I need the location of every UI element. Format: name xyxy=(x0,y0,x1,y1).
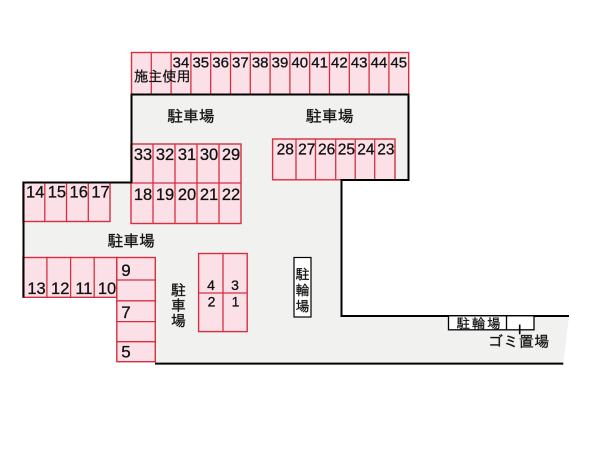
svg-text:14: 14 xyxy=(26,183,44,201)
svg-text:12: 12 xyxy=(51,280,69,298)
svg-text:27: 27 xyxy=(298,142,315,159)
svg-text:42: 42 xyxy=(331,54,348,71)
svg-text:1: 1 xyxy=(232,294,240,310)
svg-text:32: 32 xyxy=(156,146,174,164)
svg-text:24: 24 xyxy=(357,142,375,159)
svg-text:45: 45 xyxy=(390,54,407,71)
svg-text:10: 10 xyxy=(98,280,116,298)
svg-text:3: 3 xyxy=(231,277,239,293)
svg-text:19: 19 xyxy=(156,186,174,204)
svg-text:11: 11 xyxy=(75,280,92,298)
svg-text:21: 21 xyxy=(200,186,218,204)
svg-text:34: 34 xyxy=(173,54,190,71)
svg-text:43: 43 xyxy=(351,54,368,71)
svg-text:7: 7 xyxy=(121,303,130,322)
svg-text:35: 35 xyxy=(192,54,209,71)
svg-text:2: 2 xyxy=(208,294,216,310)
svg-text:38: 38 xyxy=(252,54,269,71)
svg-text:25: 25 xyxy=(338,142,355,159)
svg-text:16: 16 xyxy=(70,183,88,201)
svg-text:20: 20 xyxy=(178,186,196,204)
svg-text:5: 5 xyxy=(121,343,130,362)
svg-text:39: 39 xyxy=(272,54,289,71)
svg-text:29: 29 xyxy=(222,146,240,164)
svg-text:28: 28 xyxy=(277,142,294,159)
svg-text:23: 23 xyxy=(377,142,394,159)
svg-text:26: 26 xyxy=(318,142,335,159)
svg-text:36: 36 xyxy=(212,54,229,71)
svg-text:37: 37 xyxy=(232,54,249,71)
svg-text:30: 30 xyxy=(200,146,218,164)
svg-text:17: 17 xyxy=(91,183,109,201)
svg-text:18: 18 xyxy=(134,186,152,204)
svg-text:22: 22 xyxy=(222,186,240,204)
svg-text:4: 4 xyxy=(207,277,215,293)
svg-text:44: 44 xyxy=(371,54,388,71)
svg-text:41: 41 xyxy=(311,54,328,71)
svg-text:9: 9 xyxy=(121,261,130,280)
svg-text:15: 15 xyxy=(48,183,66,201)
svg-text:31: 31 xyxy=(178,146,196,164)
svg-text:33: 33 xyxy=(134,146,152,164)
svg-text:40: 40 xyxy=(291,54,308,71)
svg-text:13: 13 xyxy=(27,280,45,298)
